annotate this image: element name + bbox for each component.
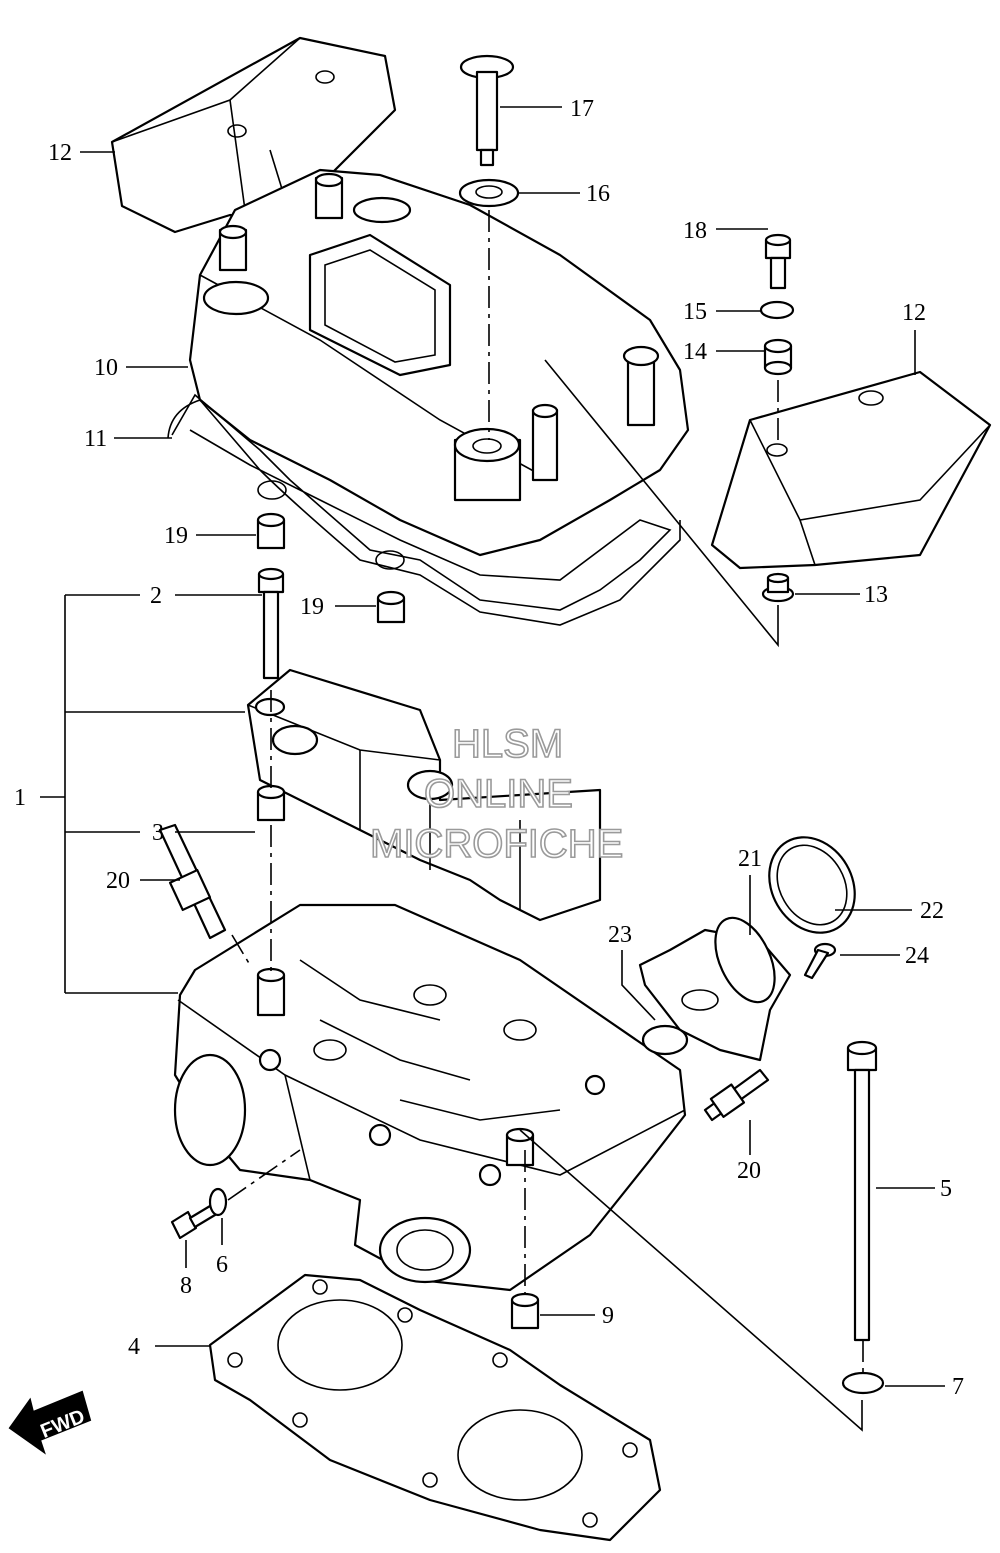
callout-19-a: 19: [164, 523, 188, 549]
part-14-grommet: [763, 338, 793, 376]
watermark-line-3: MICROFICHE: [370, 822, 623, 866]
callout-3: 3: [152, 820, 164, 846]
part-17-bolt: [459, 54, 515, 167]
part-5-long-bolt: [846, 1040, 878, 1342]
part-20-spark-plug-left: [158, 823, 227, 940]
part-9-dowel: [510, 1292, 540, 1330]
part-11-gasket-eyelet-2: [375, 550, 405, 570]
part-19-dowel-a: [256, 512, 286, 550]
part-3-dowel: [256, 784, 286, 822]
part-20-spark-plug-right: [703, 1068, 770, 1122]
part-13-collar: [761, 572, 795, 603]
callout-6: 6: [216, 1252, 228, 1278]
callout-17: 17: [570, 96, 594, 122]
callout-11: 11: [84, 426, 107, 452]
callout-18: 18: [683, 218, 707, 244]
callout-9: 9: [602, 1303, 614, 1329]
cylinder-head: [173, 903, 687, 1292]
callout-23: 23: [608, 922, 632, 948]
fwd-arrow-icon: FWD: [8, 1390, 92, 1455]
callout-1: 1: [14, 785, 26, 811]
part-24-screw: [803, 942, 837, 980]
camshaft-holder: [246, 668, 602, 922]
leader-lines: [80, 106, 945, 1387]
callout-2: 2: [150, 583, 162, 609]
callout-19-b: 19: [300, 594, 324, 620]
part-1-bracket: [40, 594, 245, 994]
part-7-fitting-lines: [519, 1129, 863, 1432]
part-4-head-gasket: [208, 1273, 662, 1542]
part-2-bolt: [257, 567, 285, 680]
callout-20-left: 20: [106, 868, 130, 894]
part-13-fitting-lines: [544, 359, 779, 648]
part-11-gasket-eyelet: [257, 480, 287, 500]
callout-20-right: 20: [737, 1158, 761, 1184]
callout-21: 21: [738, 846, 762, 872]
callout-labels: 1 2 3 4 5 6 7 8 9 10 11 12 12 13 14 15 1…: [14, 96, 964, 1400]
callout-10: 10: [94, 355, 118, 381]
callout-7: 7: [952, 1374, 964, 1400]
part-6-washer: [208, 1187, 228, 1217]
callout-16: 16: [586, 181, 610, 207]
callout-12-right: 12: [902, 300, 926, 326]
part-19-dowel-b: [376, 590, 406, 624]
callout-12-left: 12: [48, 140, 72, 166]
part-12-right-cover: [710, 370, 992, 570]
part-21-intake-pipe: [638, 916, 792, 1062]
callout-5: 5: [940, 1176, 952, 1202]
part-10-head-cover: [188, 168, 690, 557]
callout-14: 14: [683, 339, 707, 365]
watermark-line-2: ONLINE: [424, 772, 573, 816]
callout-24: 24: [905, 943, 929, 969]
part-7-washer: [841, 1371, 885, 1395]
callout-15: 15: [683, 299, 707, 325]
callout-8: 8: [180, 1273, 192, 1299]
part-22-clamp: [768, 836, 856, 934]
watermark: HLSM ONLINE MICROFICHE: [369, 721, 624, 867]
part-15-washer: [759, 300, 795, 320]
part-23-o-ring: [641, 1024, 689, 1056]
callout-22: 22: [920, 898, 944, 924]
callout-4: 4: [128, 1334, 140, 1360]
callout-13: 13: [864, 582, 888, 608]
watermark-line-1: HLSM: [452, 722, 563, 766]
part-12-upper-cover: [110, 36, 397, 234]
part-16-grommet: [458, 178, 520, 208]
alignment-lines: [227, 210, 864, 1375]
part-11-gasket-outer: [167, 399, 681, 626]
part-18-bolt: [764, 233, 792, 290]
part-11-gasket: [171, 393, 672, 611]
